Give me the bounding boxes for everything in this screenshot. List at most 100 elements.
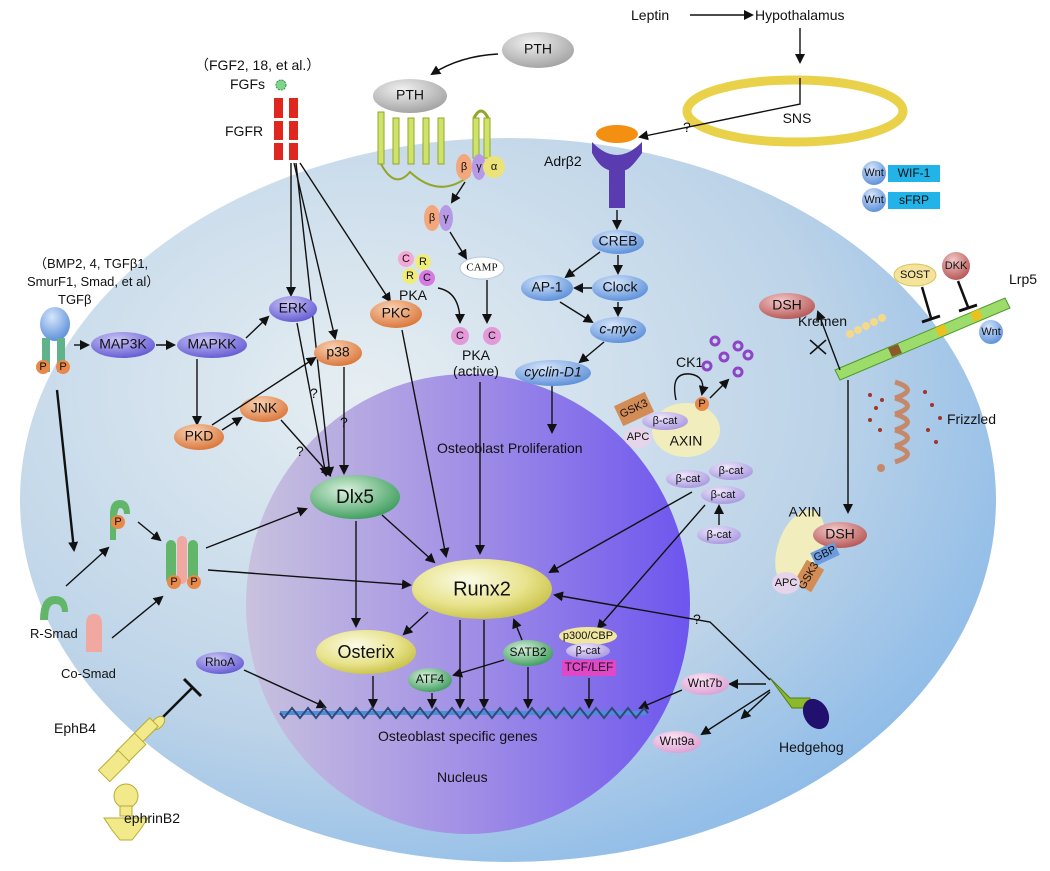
wnt-wif1-label: Wnt (864, 167, 884, 179)
dsh-node (759, 293, 815, 319)
inhibit-ephb4-rhoa (157, 686, 194, 723)
inhibit-sost (920, 286, 933, 319)
frizzled-receptor (894, 379, 910, 465)
fgfr-label: FGFR (225, 123, 263, 139)
bcat-b-label: β-cat (719, 465, 744, 477)
pka-active-label: PKA (462, 347, 491, 363)
arrow-ap1-cmyc (559, 301, 594, 324)
rhoa-label: RhoA (205, 655, 235, 669)
smad-complex-p2-label: P (190, 576, 197, 588)
arrow-betagamma-camp (449, 231, 468, 260)
tgfb-receptor-stem-1 (42, 338, 50, 372)
dkk-node (942, 252, 970, 280)
pka-active-c2 (483, 327, 501, 345)
gsk3-node (613, 391, 655, 427)
arrow-hedgehog-wnt9a (700, 689, 771, 736)
pth-bound-label: PTH (396, 87, 424, 103)
cmyc-label: c-myc (599, 321, 636, 337)
wnt7b-node (681, 673, 729, 695)
camp-label: CAMP (466, 262, 497, 274)
sost-label: SOST (900, 269, 930, 281)
pka-active-c1 (451, 327, 469, 345)
p38-label: p38 (326, 344, 350, 360)
dlx5-label: Dlx5 (336, 487, 374, 508)
arrow-rsmad-psmad (65, 546, 110, 587)
satb2-node (503, 640, 553, 666)
frizzled-label: Frizzled (947, 411, 996, 427)
wif1-label: WIF-1 (898, 166, 931, 180)
rsmad-label: R-Smad (30, 626, 78, 641)
psmad-shape (110, 500, 130, 540)
rhoa-node (196, 652, 244, 674)
dsh2-node (813, 522, 867, 548)
cosmad-shape (86, 614, 102, 652)
arrow-rhoa-genes (243, 669, 327, 709)
g-alpha (483, 156, 505, 178)
arrow-satb2-atf4 (452, 659, 505, 678)
clock-label: Clock (602, 279, 638, 295)
bcat-a (666, 470, 710, 488)
wnt-lrp5 (979, 320, 1003, 344)
arrow-p-dots (709, 378, 730, 399)
tcflef-label: TCF/LEF (565, 660, 614, 674)
phospho-degradation-dots (701, 335, 754, 378)
ck1-label: CK1 (676, 354, 703, 370)
map3k-label: MAP3K (99, 336, 147, 352)
ephrinb2-label: ephrinB2 (124, 810, 180, 826)
satb2-label: SATB2 (509, 645, 546, 659)
pka-active-c1-label: C (456, 330, 464, 342)
ap1-node (521, 275, 573, 301)
adrb2-ligand (596, 125, 638, 143)
jnk-label: JNK (251, 400, 278, 416)
runx2-node (412, 559, 552, 619)
fgfs-ligand (275, 79, 287, 91)
smad-complex-p1 (167, 575, 181, 589)
bcat-b (709, 462, 753, 480)
betagamma-free-g (439, 205, 453, 231)
wnt7b-label: Wnt7b (688, 676, 723, 690)
atf4-node (408, 668, 452, 692)
frizzled-tail (877, 464, 885, 472)
pka-active-c2-label: C (488, 330, 496, 342)
adrb2-label: Adrβ2 (544, 153, 582, 169)
arrow-mapkk-erk (245, 315, 270, 339)
sfrp-label: sFRP (899, 193, 929, 207)
osterix-label: Osterix (337, 642, 394, 662)
bcat-c-label: β-cat (711, 489, 736, 501)
apc2-label: APC (775, 577, 798, 589)
pkd-label: PKD (185, 428, 214, 444)
arrow-hedgehog-line (740, 691, 771, 720)
pth-bound (373, 79, 447, 113)
pka-r2 (402, 268, 418, 284)
pth-receptor-loops (380, 163, 471, 188)
sns-ring (682, 75, 908, 147)
arrow-g-betagamma (450, 181, 466, 204)
arrow-bcat-runx2 (548, 491, 693, 573)
gbp-node (810, 542, 840, 566)
erk-label: ERK (279, 300, 308, 316)
psmad-p-label: P (114, 516, 121, 528)
wnt-lrp5-label: Wnt (981, 326, 1001, 338)
smad-complex-p1-label: P (170, 576, 177, 588)
arrow-runx2-osterix (402, 611, 429, 636)
dna-strand (279, 706, 649, 720)
arrow-fgfr-pkc (299, 162, 392, 303)
pth-outer-label: PTH (524, 41, 552, 57)
bcat-nuclear-label: β-cat (576, 645, 601, 657)
rsmad-shape (40, 596, 68, 620)
tgfb-list-1: （BMP2, 4, TGFβ1, (34, 256, 148, 271)
dsh-label: DSH (772, 297, 802, 313)
inhibit-dkk (956, 280, 970, 308)
atf4-label: ATF4 (416, 672, 445, 686)
arrow-pkd-p38 (211, 356, 317, 426)
p300-node (559, 627, 617, 645)
jnk-node (240, 396, 288, 422)
arrow-hedgehog-runx2 (553, 591, 771, 681)
arrow-jnk-dlx5 (280, 419, 332, 477)
wnt-sfrp (862, 188, 886, 212)
clock-node (592, 275, 648, 301)
lrp5-label: Lrp5 (1009, 271, 1037, 287)
g-gamma-label: γ (476, 161, 482, 173)
arrow-ck1-p (673, 373, 709, 401)
betagamma-free-g-label: γ (443, 212, 449, 224)
